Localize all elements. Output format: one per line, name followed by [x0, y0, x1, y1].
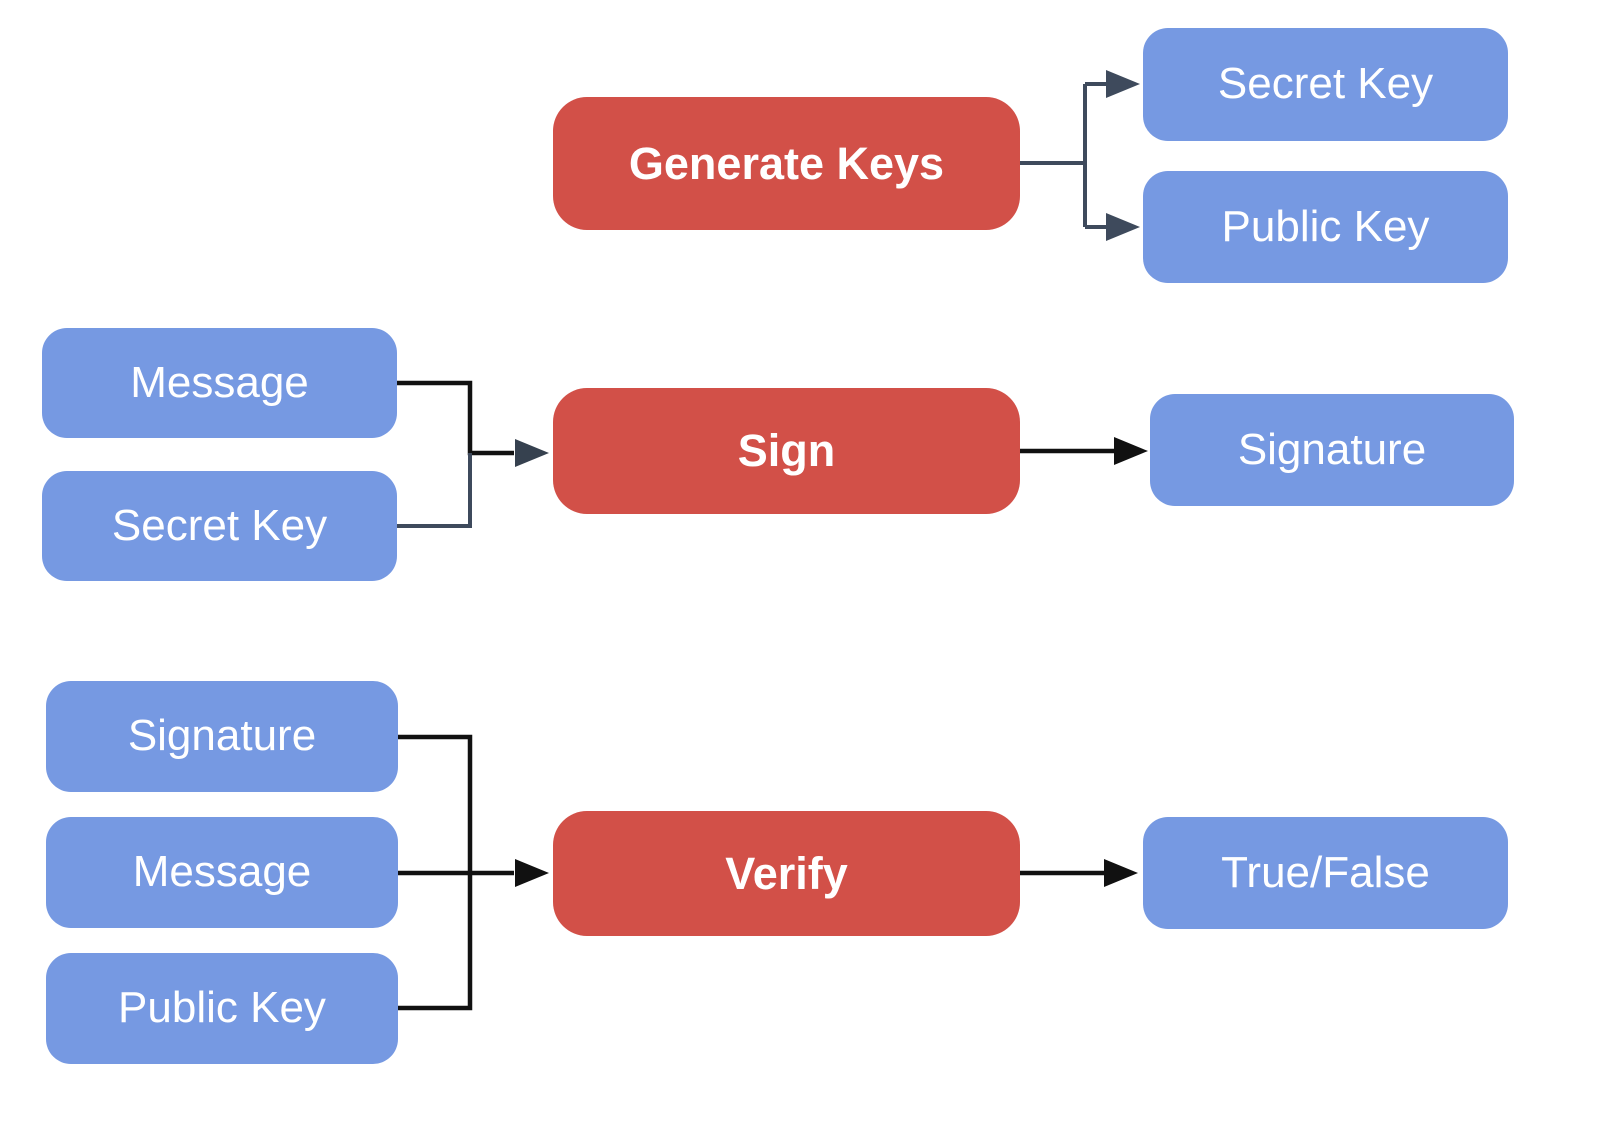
node-secret-key-output: Secret Key: [1143, 28, 1508, 141]
node-generate-keys: Generate Keys: [553, 97, 1020, 230]
arrowhead-to-secret-key: [1106, 70, 1140, 98]
node-verify: Verify: [553, 811, 1020, 936]
node-sign: Sign: [553, 388, 1020, 514]
edge-sign-to-signature: [1020, 437, 1148, 465]
node-message-input-sign: Message: [42, 328, 397, 438]
edge-verify-to-true-false: [1020, 859, 1138, 887]
arrowhead-to-public-key: [1106, 213, 1140, 241]
node-message-input-verify: Message: [46, 817, 398, 928]
edge-inputs-to-sign: [397, 380, 549, 528]
node-public-key-output: Public Key: [1143, 171, 1508, 283]
node-signature-input-verify: Signature: [46, 681, 398, 792]
arrowhead-to-sign: [515, 439, 549, 467]
arrowhead-to-true-false: [1104, 859, 1138, 887]
node-public-key-input-verify: Public Key: [46, 953, 398, 1064]
node-secret-key-input-sign: Secret Key: [42, 471, 397, 581]
edge-inputs-to-verify: [398, 734, 549, 1011]
node-signature-output: Signature: [1150, 394, 1514, 506]
edge-generate-keys-fork: [1020, 70, 1140, 241]
arrowhead-to-verify: [515, 859, 549, 887]
node-true-false-output: True/False: [1143, 817, 1508, 929]
arrowhead-to-signature: [1114, 437, 1148, 465]
